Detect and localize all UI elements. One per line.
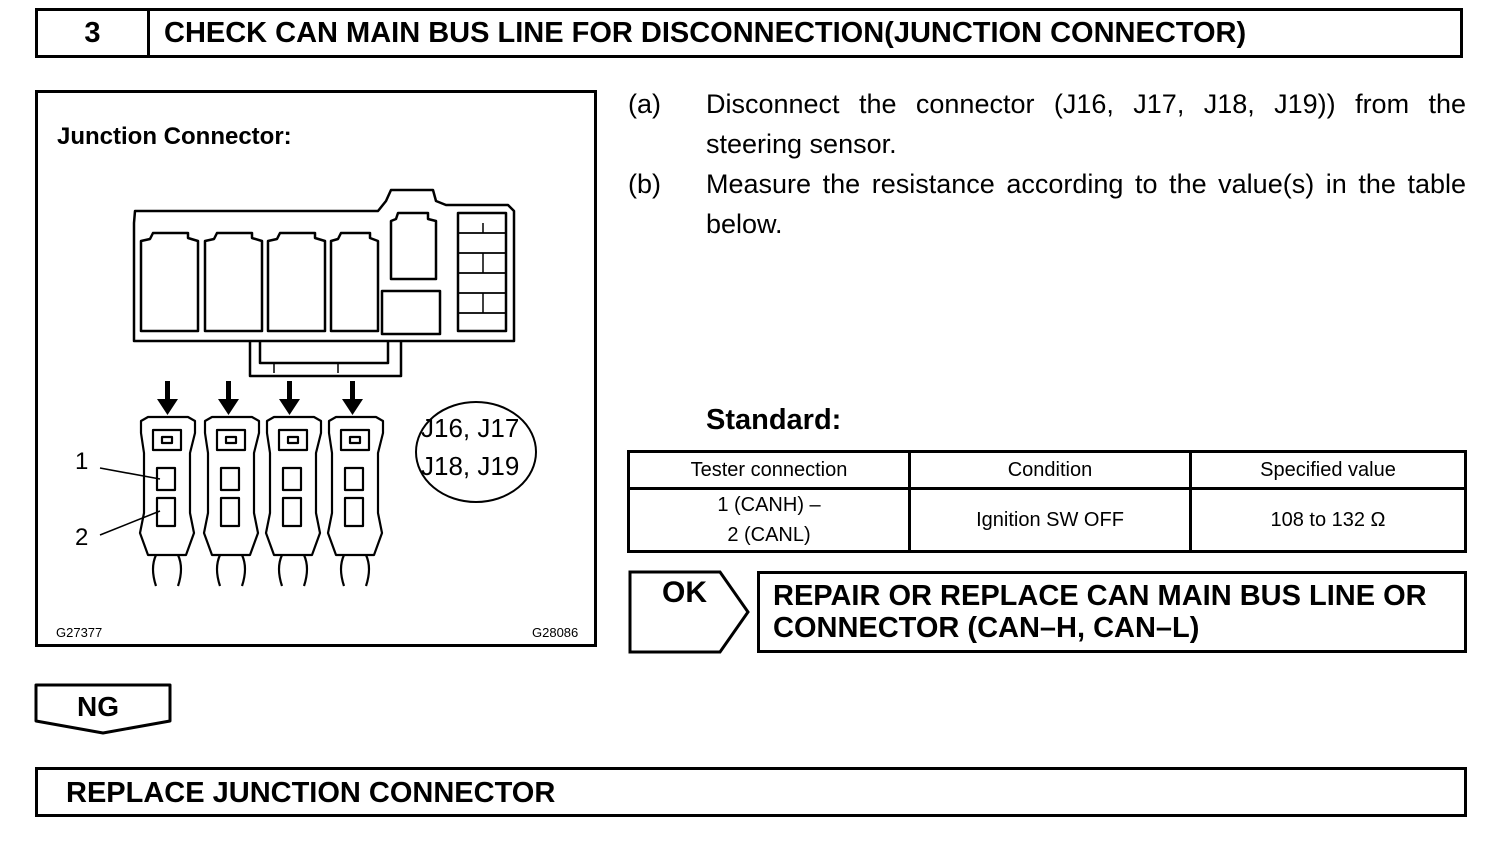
callout-1: 1 (75, 448, 89, 475)
connector-label-line2: J18, J19 (421, 451, 520, 481)
tester-line1: 1 (CANH) – (717, 494, 821, 516)
ng-result-box: REPLACE JUNCTION CONNECTOR (35, 767, 1467, 817)
table-header-row: Tester connection Condition Specified va… (627, 450, 1467, 490)
table-cell-tester: 1 (CANH) – 2 (CANL) (627, 487, 911, 553)
instruction-b-text: Measure the resistance according to the … (706, 169, 1466, 239)
connector-label-line1: J16, J17 (421, 413, 520, 443)
ok-result-box: REPAIR OR REPLACE CAN MAIN BUS LINE OR C… (757, 571, 1467, 653)
terminal-1 (138, 415, 197, 587)
ng-label: NG (77, 691, 119, 722)
ok-arrow-icon (628, 570, 750, 654)
step-title: CHECK CAN MAIN BUS LINE FOR DISCONNECTIO… (164, 16, 1247, 49)
table-cell-value: 108 to 132 Ω (1189, 487, 1467, 553)
connector-label-ellipse (415, 401, 537, 503)
callout-2: 2 (75, 524, 89, 551)
figure-title: Junction Connector: (57, 123, 292, 150)
instruction-b-letter: (b) (628, 169, 661, 199)
junction-connector-diagram (99, 188, 537, 587)
callout-leaders (99, 467, 161, 536)
connector-housing (132, 188, 516, 343)
ng-result-text: REPLACE JUNCTION CONNECTOR (66, 777, 556, 809)
standard-label: Standard: (706, 404, 842, 436)
ng-arrow-icon (34, 683, 172, 735)
step-header: 3 CHECK CAN MAIN BUS LINE FOR DISCONNECT… (35, 8, 1463, 58)
ok-result-text: REPAIR OR REPLACE CAN MAIN BUS LINE OR C… (773, 580, 1427, 644)
step-number: 3 (38, 11, 150, 55)
table-row: 1 (CANH) – 2 (CANL) Ignition SW OFF 108 … (627, 487, 1467, 553)
insertion-arrows (157, 381, 363, 415)
figure-code-left: G27377 (56, 625, 103, 640)
table-header: Condition (908, 450, 1192, 490)
figure-code-right: G28086 (532, 625, 579, 640)
terminal-3 (264, 415, 323, 587)
ok-label: OK (662, 576, 707, 609)
connector-cavities (139, 231, 380, 333)
junction-connector-figure: Junction Connector: 1 2 J16, J17 J18, J1… (35, 90, 597, 647)
instruction-a-letter: (a) (628, 89, 661, 119)
instruction-a-text: Disconnect the connector (J16, J17, J18,… (706, 89, 1466, 159)
terminal-4 (326, 415, 385, 587)
table-cell-condition: Ignition SW OFF (908, 487, 1192, 553)
spec-table: Tester connection Condition Specified va… (627, 450, 1467, 553)
tester-line2: 2 (CANL) (727, 524, 811, 546)
table-header: Tester connection (627, 450, 911, 490)
table-header: Specified value (1189, 450, 1467, 490)
connector-bottom-tab (248, 341, 403, 378)
terminal-2 (202, 415, 261, 587)
